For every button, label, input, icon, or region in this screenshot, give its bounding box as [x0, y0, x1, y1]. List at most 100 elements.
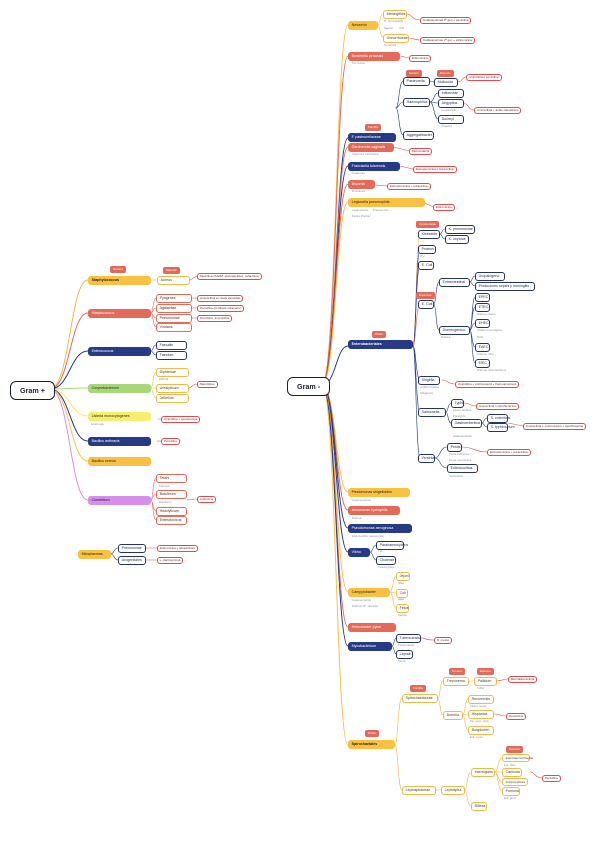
gram-negative-root[interactable]: Gram -: [287, 377, 331, 396]
node-salmonella[interactable]: Salmonella: [418, 408, 446, 417]
node-leprae[interactable]: Leprae: [396, 650, 413, 659]
node-burgdorferi[interactable]: Burgdorferi: [468, 726, 494, 735]
node-typhimurium[interactable]: S. typhimurium: [487, 423, 515, 432]
node-hispanica[interactable]: Hispánica: [468, 710, 494, 719]
node-ehec[interactable]: EHEC: [475, 319, 490, 328]
node-interrogans[interactable]: Interrogans: [471, 768, 495, 777]
node-grippotyphosa[interactable]: Grippotyphosa: [502, 778, 528, 787]
node-mycobacterium[interactable]: Mycobacterium: [348, 642, 392, 651]
node-staphylococcus[interactable]: Staphylococcus: [88, 276, 151, 285]
node-influenzae[interactable]: Influenzae: [438, 89, 464, 98]
node-enterococcus[interactable]: Enterococcus: [88, 347, 151, 356]
node-enterotoxicus[interactable]: Enterotoxicus: [156, 516, 187, 525]
node-bordetella[interactable]: Bordetella pertussis: [348, 52, 400, 61]
node-icterohaemorrhagiae[interactable]: Icterohaemorrhagiae: [502, 754, 533, 763]
node-viridans[interactable]: Viridans: [156, 323, 192, 332]
node-shigella[interactable]: Shigella: [418, 376, 440, 385]
node-k-pneumoniae[interactable]: K. pneumoniae: [445, 225, 475, 234]
node-spirochaetales[interactable]: Spirochaetales: [348, 740, 395, 749]
node-proteus[interactable]: Proteus: [418, 245, 436, 254]
node-histolyticum[interactable]: Histolyticum: [156, 507, 187, 516]
node-neisseria[interactable]: Neisseria: [348, 21, 378, 30]
node-eaec[interactable]: EAEC: [475, 343, 490, 352]
node-recurrentis[interactable]: Recurrentis: [468, 695, 494, 704]
node-extraintestinal[interactable]: Extraintestinal: [439, 278, 470, 287]
node-diarreogenico[interactable]: Diarreogénico: [439, 326, 470, 335]
node-pasteurellaceae[interactable]: F. pasteurellaceae: [348, 133, 396, 142]
node-enterobacteriales[interactable]: Enterobacteriales: [348, 340, 413, 349]
sub-mening: N. meningitidis: [384, 19, 403, 23]
node-faecium[interactable]: Faecium: [156, 351, 187, 360]
node-bacillus-anthracis[interactable]: Bacillus anthracis: [88, 437, 151, 446]
node-streptococcus[interactable]: Streptococcus: [88, 309, 151, 318]
node-micoplasmas[interactable]: Micoplasmas: [78, 550, 111, 559]
node-francisella[interactable]: Francisella tularensis: [348, 162, 400, 171]
node-tetani[interactable]: Tetani: [156, 474, 187, 483]
node-pestis[interactable]: Pestis: [447, 443, 462, 452]
node-pasteurella[interactable]: Pasteurella: [403, 77, 430, 86]
node-brucella[interactable]: Brucella: [348, 180, 375, 189]
node-coli[interactable]: Coli: [396, 589, 408, 598]
node-vibrio[interactable]: Vibrio: [348, 548, 370, 557]
node-pomona[interactable]: Pomona: [502, 787, 520, 796]
node-k-oxytoca[interactable]: K. oxytoca: [445, 235, 469, 244]
lepto-serotipo-tag: Serotipo: [506, 746, 524, 753]
node-diphteriae[interactable]: Diphteriae: [156, 368, 189, 377]
node-aeromonas[interactable]: Aeromonas hydrophila: [348, 506, 400, 515]
node-enteritidis[interactable]: S. enteritidis: [487, 414, 510, 423]
node-gardnerella[interactable]: Gardnerella vaginalis: [348, 143, 394, 152]
node-cholerae[interactable]: Cholerae: [376, 556, 396, 565]
node-aureus[interactable]: Aureus: [157, 276, 190, 285]
node-gonorrhoeae[interactable]: Gonorrhoeae: [383, 34, 409, 43]
node-gastroenteritica[interactable]: Gastroenteritica: [451, 419, 482, 428]
node-pseudomonas[interactable]: Pseudomonas aeruginosa: [348, 524, 412, 533]
node-pneumoniae[interactable]: Pneumoniae: [156, 314, 192, 323]
node-epec[interactable]: EPEC: [475, 293, 490, 302]
node-aggregatibacter[interactable]: Aggregatibacter: [403, 131, 434, 140]
node-borrelia[interactable]: Borrelia: [443, 711, 463, 720]
node-etec[interactable]: ETEC: [475, 303, 490, 312]
node-corynebacterium[interactable]: Corynebacterium: [88, 384, 151, 393]
node-myco-pneumoniae[interactable]: Pneumoniae: [118, 544, 146, 553]
node-meningitidis[interactable]: Meningitidis: [383, 10, 407, 19]
node-campylobacter[interactable]: Campylobacter: [348, 588, 390, 597]
node-leptospira[interactable]: Leptospira: [441, 786, 465, 795]
node-plesiomonas[interactable]: Plesiomonas shigelloides: [348, 488, 410, 497]
node-treponema[interactable]: Treponema: [443, 677, 469, 686]
node-fetus[interactable]: Fetus: [396, 604, 409, 613]
node-legionella[interactable]: Legionella pneumophila: [348, 198, 425, 207]
node-enterocolitica[interactable]: Enterocolítica: [447, 464, 478, 473]
node-canicola[interactable]: Canícola: [502, 768, 522, 777]
node-ecoli-oport[interactable]: E. Coli: [418, 261, 434, 270]
node-listeria[interactable]: Listeria monocytogenes: [88, 412, 151, 421]
node-botulinum[interactable]: Botulinum: [156, 490, 187, 499]
node-eiec[interactable]: EIEC: [475, 359, 490, 368]
node-spirochaetaceae[interactable]: Spirochaetaceae: [402, 694, 438, 703]
node-ducreyi[interactable]: Ducreyi: [438, 115, 464, 124]
node-clostridium[interactable]: Clostridium: [88, 496, 151, 505]
node-biflexa[interactable]: Biflexa: [471, 802, 487, 811]
node-parahaemolyticus[interactable]: Parahaemolyticus: [376, 541, 408, 550]
node-sepsis-meningitis[interactable]: Productores sepsis y meningitis: [475, 282, 535, 291]
node-uropatogeno[interactable]: Uropatógeno: [475, 272, 505, 281]
node-tuberculosis[interactable]: Tuberculosis: [396, 634, 421, 643]
node-helicobacter[interactable]: Helicobacter pylori: [348, 623, 396, 632]
node-urealyticum[interactable]: Urealyticum: [156, 384, 189, 393]
node-aegyptius[interactable]: Aegyptius: [438, 99, 464, 108]
node-bacillus-cereus[interactable]: Bacillus cereus: [88, 457, 151, 466]
node-leptospiraceae[interactable]: Leptospiraceae: [402, 786, 436, 795]
node-haemophilus[interactable]: Haemophilus: [403, 98, 430, 107]
node-pallidum[interactable]: Pallidum: [474, 677, 497, 686]
node-agalactiae[interactable]: Agalactiae: [156, 304, 192, 313]
node-multocida[interactable]: Multocida: [434, 78, 458, 87]
node-faecalis[interactable]: Faecalis: [156, 341, 187, 350]
node-ecoli-enteric[interactable]: E. Coli: [418, 300, 434, 309]
node-myco-urogenitales[interactable]: Urogenitales: [118, 556, 146, 565]
node-jeikeium[interactable]: Jeikeium: [156, 394, 189, 403]
node-typhi[interactable]: Typhi: [451, 399, 464, 408]
node-klebsiella[interactable]: Klebsiella: [418, 230, 440, 239]
node-pyogenes[interactable]: Pyogenes: [156, 294, 192, 303]
node-yersinia[interactable]: Yersinia: [418, 454, 435, 463]
gram-positive-root[interactable]: Gram +: [10, 381, 55, 400]
node-jejuni[interactable]: Jejuni: [396, 572, 410, 581]
